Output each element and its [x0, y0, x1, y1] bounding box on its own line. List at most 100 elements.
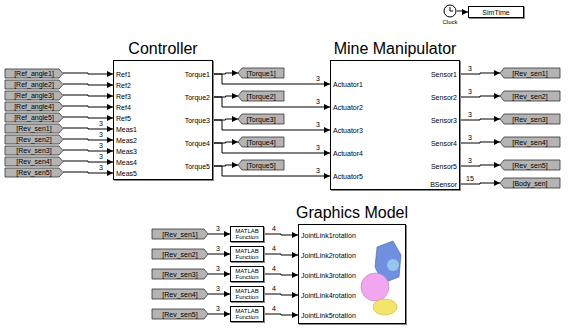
- signal-line: [264, 294, 298, 295]
- port-label: Meas5: [116, 170, 137, 177]
- port-label: Meas2: [116, 137, 137, 144]
- block-title: Mine Manipulator: [334, 41, 457, 57]
- port-label: Sensor4: [431, 140, 457, 147]
- signal-line: [63, 84, 113, 85]
- tag-label: [Ref_angle5]: [14, 114, 54, 121]
- tag-outline: [5, 135, 63, 144]
- port-label: Actuator2: [333, 104, 363, 111]
- port-label: Sensor5: [431, 163, 457, 170]
- from-tag: [Ref_angle3]: [5, 91, 63, 100]
- port-label: Torque3: [185, 117, 210, 124]
- signal-line: [208, 314, 230, 315]
- port-label: Actuator1: [333, 81, 363, 88]
- signal-line: [457, 11, 468, 12]
- tag-outline: [5, 146, 63, 155]
- tag-outline: [5, 168, 63, 177]
- port-label: JointLink4rotation: [301, 292, 356, 299]
- block-title: Controller: [128, 41, 197, 57]
- signal-width: 3: [98, 142, 104, 149]
- tag-outline: [152, 269, 208, 279]
- tag-label: [Ref_angle3]: [14, 92, 54, 99]
- signal-line: [208, 234, 230, 235]
- matlab-function-block: MATLAB Function: [230, 286, 264, 302]
- signal-width: 3: [315, 144, 321, 151]
- block-label: MATLAB Function: [231, 288, 263, 300]
- from-tag: [Rev_sen2]: [152, 249, 208, 259]
- port-label: Ref2: [116, 82, 131, 89]
- tag-label: [Torque3]: [246, 116, 275, 123]
- tag-label: [Rev_sen2]: [16, 136, 51, 143]
- tag-outline: [5, 69, 63, 78]
- matlab-function-block: MATLAB Function: [230, 226, 264, 242]
- tag-outline: [238, 137, 284, 147]
- from-tag: [Ref_angle1]: [5, 69, 63, 78]
- tag-label: [Rev_sen1]: [512, 70, 547, 77]
- from-tag: [Rev_sen4]: [5, 157, 63, 166]
- goto-tag: [Torque2]: [238, 91, 284, 101]
- tag-label: [Ref_angle1]: [14, 70, 54, 77]
- signal-line: [63, 128, 113, 129]
- tag-outline: [5, 91, 63, 100]
- port-label: Sensor3: [431, 117, 457, 124]
- port-label: JointLink3rotation: [301, 272, 356, 279]
- signal-width: 3: [215, 305, 221, 312]
- tag-label: [Torque4]: [246, 139, 275, 146]
- graphics-subsystem: Graphics ModelJointLink1rotationJointLin…: [298, 224, 406, 324]
- from-tag: [Rev_sen1]: [5, 124, 63, 133]
- tag-label: [Torque2]: [246, 93, 275, 100]
- port-label: Meas4: [116, 159, 137, 166]
- tag-label: [Rev_sen1]: [16, 125, 51, 132]
- signal-line: [208, 274, 230, 275]
- port-label: Torque2: [185, 94, 210, 101]
- port-label: Torque1: [185, 71, 210, 78]
- from-tag: [Rev_sen1]: [152, 229, 208, 239]
- port-label: JointLink5rotation: [301, 312, 356, 319]
- signal-width: 3: [467, 157, 473, 164]
- tag-outline: [152, 229, 208, 239]
- subsystem-block: ControllerRef1Ref2Ref3Ref4Ref5Meas1Meas2…: [113, 60, 213, 180]
- tag-label: [Torque1]: [246, 70, 275, 77]
- port-label: JointLink2rotation: [301, 252, 356, 259]
- base-part: [373, 299, 397, 315]
- from-tag: [Ref_angle2]: [5, 80, 63, 89]
- signal-width: 3: [467, 65, 473, 72]
- signal-line: [63, 73, 113, 74]
- block-label: MATLAB Function: [231, 308, 263, 320]
- tag-outline: [152, 249, 208, 259]
- signal-width: 4: [271, 285, 277, 292]
- goto-tag: [Rev_sen5]: [500, 160, 560, 170]
- port-label: Ref5: [116, 115, 131, 122]
- from-tag: [Rev_sen2]: [5, 135, 63, 144]
- signal-line: [460, 183, 500, 184]
- tag-outline: [5, 102, 63, 111]
- port-label: Sensor2: [431, 94, 457, 101]
- tag-label: [Rev_sen3]: [512, 116, 547, 123]
- tag-label: [Rev_sen5]: [162, 311, 197, 318]
- signal-line: [63, 117, 113, 118]
- goto-tag: [Rev_sen4]: [500, 137, 560, 147]
- signal-line: [63, 161, 113, 162]
- clock-hands: [450, 7, 453, 11]
- tag-outline: [5, 157, 63, 166]
- from-tag: [Rev_sen3]: [152, 269, 208, 279]
- block-label: Clock: [442, 19, 457, 25]
- signal-width: 3: [215, 285, 221, 292]
- signal-width: 3: [98, 131, 104, 138]
- port-label: Ref1: [116, 71, 131, 78]
- clock-icon: [443, 4, 457, 18]
- signal-line: [460, 73, 500, 74]
- tag-outline: [5, 113, 63, 122]
- port-label: Meas1: [116, 126, 137, 133]
- matlab-function-block: MATLAB Function: [230, 306, 264, 322]
- block-label: MATLAB Function: [231, 268, 263, 280]
- port-label: Ref4: [116, 104, 131, 111]
- tag-outline: [500, 91, 560, 101]
- matlab-function-block: MATLAB Function: [230, 246, 264, 262]
- tag-outline: [5, 80, 63, 89]
- joint-sphere: [387, 259, 399, 271]
- signal-line: [63, 106, 113, 107]
- signal-width: 3: [215, 225, 221, 232]
- clock-face: [444, 5, 456, 17]
